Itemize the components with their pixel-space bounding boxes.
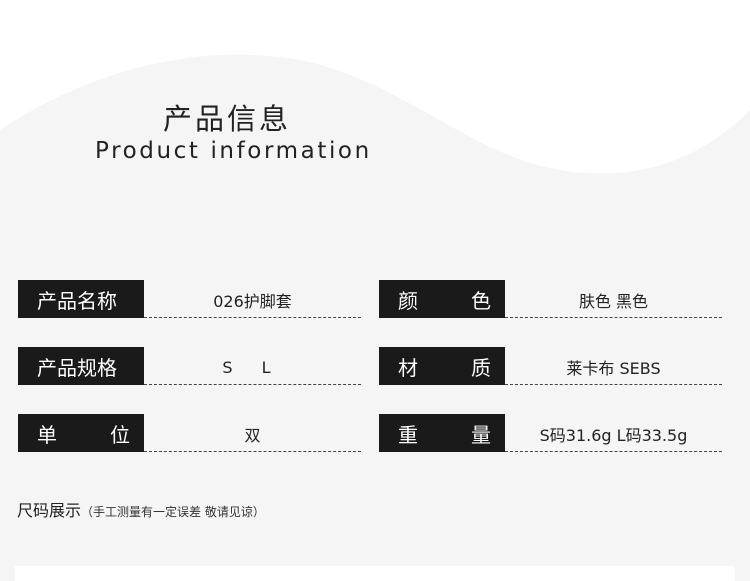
spec-row-color: 颜 色 肤色 黑色: [379, 280, 724, 318]
spec-row-product-name: 产品名称 026护脚套: [18, 280, 363, 318]
section-title-en: Product information: [95, 138, 372, 164]
spec-value: 莱卡布 SEBS: [505, 347, 722, 385]
spec-row-unit: 单 位 双: [18, 414, 363, 452]
size-display-heading: 尺码展示（手工测量有一定误差 敬请见谅）: [17, 497, 265, 521]
spec-label-char: 色: [471, 288, 491, 313]
spec-value: 双: [144, 414, 361, 452]
size-chart-panel: [15, 566, 735, 581]
spec-label: 材 质: [379, 347, 505, 385]
spec-label-text: 产品名称: [37, 288, 117, 313]
size-display-note: （手工测量有一定误差 敬请见谅）: [81, 505, 265, 519]
spec-row-material: 材 质 莱卡布 SEBS: [379, 347, 724, 385]
spec-label: 产品规格: [18, 347, 144, 385]
spec-label-char: 颜: [398, 288, 418, 313]
spec-value: S码31.6g L码33.5g: [505, 414, 722, 452]
spec-label-char: 质: [471, 355, 491, 380]
spec-value: 026护脚套: [144, 280, 361, 318]
spec-label: 单 位: [18, 414, 144, 452]
section-title-cn: 产品信息: [163, 102, 292, 136]
spec-label-char: 单: [37, 422, 57, 447]
spec-label-char: 位: [110, 422, 130, 447]
spec-label-char: 量: [471, 422, 491, 447]
wave-decoration: [0, 0, 750, 174]
spec-label-text: 产品规格: [37, 355, 117, 380]
spec-label: 重 量: [379, 414, 505, 452]
spec-label: 颜 色: [379, 280, 505, 318]
spec-row-product-spec: 产品规格 S L: [18, 347, 363, 385]
size-display-title: 尺码展示: [17, 501, 82, 520]
spec-value: 肤色 黑色: [505, 280, 722, 318]
spec-label: 产品名称: [18, 280, 144, 318]
spec-row-weight: 重 量 S码31.6g L码33.5g: [379, 414, 724, 452]
spec-value: S L: [144, 347, 361, 385]
spec-label-char: 重: [398, 422, 418, 447]
spec-label-char: 材: [398, 355, 418, 380]
